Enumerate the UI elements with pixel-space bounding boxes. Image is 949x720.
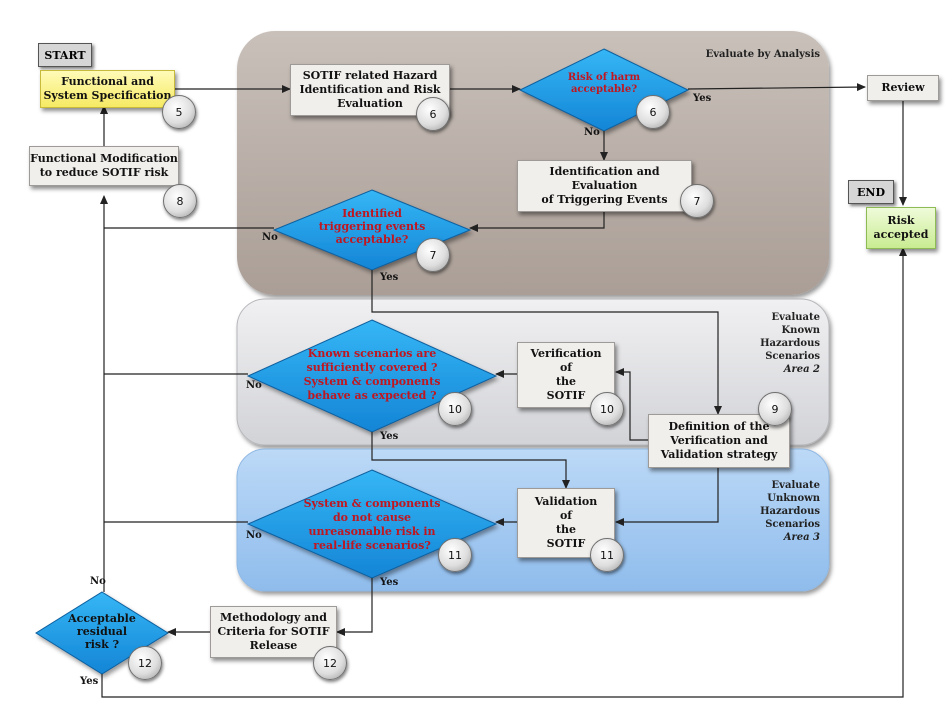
label-unknown-yes: Yes (380, 577, 399, 588)
flow-residual-yes-accepted (101, 247, 907, 698)
d-known-line-2: sufficiently covered ? (307, 361, 438, 374)
badge-verification: 10 (590, 392, 624, 426)
flow-vv-to-verif (615, 368, 648, 441)
d-known-line-3: System & components (304, 375, 441, 388)
badge-residual-decision: 12 (128, 646, 162, 680)
badge-modification: 8 (163, 184, 197, 218)
label-ident-yes: Yes (380, 272, 399, 283)
d-ident-line-3: acceptable? (336, 233, 409, 246)
d-resid-line-1: Acceptable (67, 612, 136, 625)
flow-vv-to-valid (615, 468, 719, 526)
d-unknown-line-2: do not cause (333, 511, 411, 524)
d-ident-line-1: Identified (342, 207, 402, 220)
badge-unknown-decision: 11 (438, 538, 472, 572)
flow-trig-to-ident (469, 212, 605, 232)
label-unknown-no: No (246, 530, 262, 541)
area-title-analysis: Evaluate by Analysis (705, 49, 820, 60)
label-risk-no: No (584, 127, 600, 138)
d-ident-line-2: triggering events (319, 220, 426, 233)
d-known-line-4: behave as expected ? (307, 389, 436, 402)
badge-spec: 5 (162, 95, 196, 129)
badge-vv-strategy: 9 (758, 392, 792, 426)
unknown-line-3: Hazardous (760, 506, 820, 517)
d-unknown-line-1: System & components (304, 497, 441, 510)
label-residual-yes: Yes (80, 676, 99, 687)
d-resid-line-2: residual (77, 625, 127, 638)
unknown-area-label: Area 3 (783, 532, 820, 543)
known-area-label: Area 2 (783, 364, 820, 375)
label-ident-no: No (262, 232, 278, 243)
label-risk-yes: Yes (693, 93, 712, 104)
area-title-known: Evaluate Known Hazardous Scenarios Area … (720, 311, 820, 376)
flow-ident-yes-vv (371, 270, 722, 415)
badge-risk-decision: 6 (636, 95, 670, 129)
start-tag: START (38, 43, 92, 67)
known-line-3: Hazardous (760, 338, 820, 349)
badge-triggering: 7 (680, 184, 714, 218)
badge-identified-decision: 7 (416, 238, 450, 272)
d-risk-line-2: acceptable? (571, 84, 637, 95)
known-line-1: Evaluate (771, 312, 820, 323)
label-known-no: No (246, 380, 262, 391)
flow-unknown-yes-meth (336, 578, 373, 636)
unknown-line-4: Scenarios (765, 519, 820, 530)
badge-known-decision: 10 (438, 392, 472, 426)
badge-methodology: 12 (313, 646, 347, 680)
d-known-line-1: Known scenarios are (308, 347, 436, 360)
unknown-line-2: Unknown (767, 493, 820, 504)
d-resid-line-3: risk ? (85, 638, 119, 651)
d-risk-line-1: Risk of harm (568, 72, 641, 83)
area-title-unknown: Evaluate Unknown Hazardous Scenarios Are… (720, 479, 820, 544)
end-tag: END (848, 180, 894, 204)
unknown-line-1: Evaluate (771, 480, 820, 491)
label-known-yes: Yes (380, 431, 399, 442)
known-line-4: Scenarios (765, 351, 820, 362)
badge-hazard: 6 (416, 97, 450, 131)
flow-known-yes-valid (371, 432, 570, 489)
d-unknown-line-4: real-life scenarios? (313, 539, 431, 552)
badge-validation: 11 (590, 538, 624, 572)
known-line-2: Known (781, 325, 820, 336)
label-residual-no: No (90, 576, 106, 587)
d-unknown-line-3: unreasonable risk in (308, 525, 435, 538)
review-box: Review (867, 75, 939, 101)
flow-risk-yes-review (687, 83, 866, 92)
